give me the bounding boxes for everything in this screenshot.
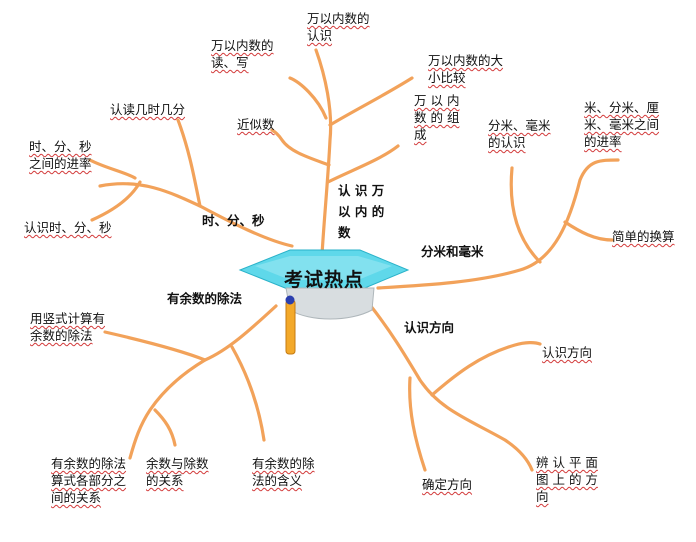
leaf-fm-convert: 简单的换算 (612, 229, 675, 244)
branch-wan-rw (288, 76, 328, 120)
leaf-ys-yudivisor: 余数与除数 的关系 (146, 456, 209, 488)
topic-time: 时、分、秒 (202, 213, 265, 228)
leaf-fx-map: 辨 认 平 面 图 上 的 方 向 (536, 455, 598, 504)
branch-fm-convert (563, 220, 614, 242)
leaf-fm-know: 分米、毫米 的认识 (488, 118, 551, 150)
leaf-wan-read: 万以内数的 认识 (307, 11, 370, 43)
branch-fx-determine (408, 376, 427, 472)
branch-lines (88, 48, 620, 472)
graduation-cap-icon (238, 249, 410, 355)
leaf-ys-vertical: 用竖式计算有 余数的除法 (30, 311, 106, 343)
branch-wan-compose (326, 144, 400, 184)
topic-yushu: 有余数的除法 (167, 291, 243, 306)
leaf-fx-determine: 确定方向 (422, 477, 473, 492)
branch-fm-trunk (376, 158, 620, 290)
leaf-time-know: 认识时、分、秒 (24, 220, 112, 235)
topic-wan: 认 识 万 以 内 的 数 (338, 183, 385, 240)
leaf-wan-compare: 万以内数的大 小比较 (428, 53, 504, 85)
branch-ys-vertical (103, 330, 207, 362)
branch-wan-trunk (314, 48, 333, 257)
leaf-time-read: 认读几时几分 (110, 102, 186, 117)
branch-time-read (176, 118, 202, 208)
branch-fx-know (430, 341, 542, 397)
branch-ys-yudivisor (153, 408, 177, 447)
branch-wan-approx (270, 128, 331, 167)
branch-time-know (90, 180, 142, 222)
branch-fm-know (509, 166, 542, 264)
leaf-wan-approx: 近似数 (237, 117, 275, 132)
topic-fenmi: 分米和毫米 (421, 244, 484, 259)
center-title: 考试热点 (284, 269, 365, 291)
branch-wan-compare (328, 76, 414, 127)
leaf-ys-meaning: 有余数的除 法的含义 (252, 456, 315, 488)
leaf-wan-compose: 万 以 内 数 的 组 成 (414, 93, 460, 142)
branch-time-rate (88, 158, 137, 180)
branch-fx-trunk (368, 303, 534, 472)
leaf-ys-relation: 有余数的除法 算式各部分之 间的关系 (51, 456, 127, 505)
leaf-wan-rw: 万以内数的 读、写 (211, 38, 274, 70)
leaf-time-rate: 时、分、秒 之间的进率 (29, 139, 92, 171)
leaf-fx-know: 认识方向 (542, 345, 593, 360)
topic-fangxiang: 认识方向 (404, 320, 455, 335)
leaf-fm-rate: 米、分米、厘 米、毫米之间 的进率 (584, 100, 660, 149)
branch-ys-trunk (128, 304, 278, 460)
branch-ys-meaning (230, 345, 266, 442)
